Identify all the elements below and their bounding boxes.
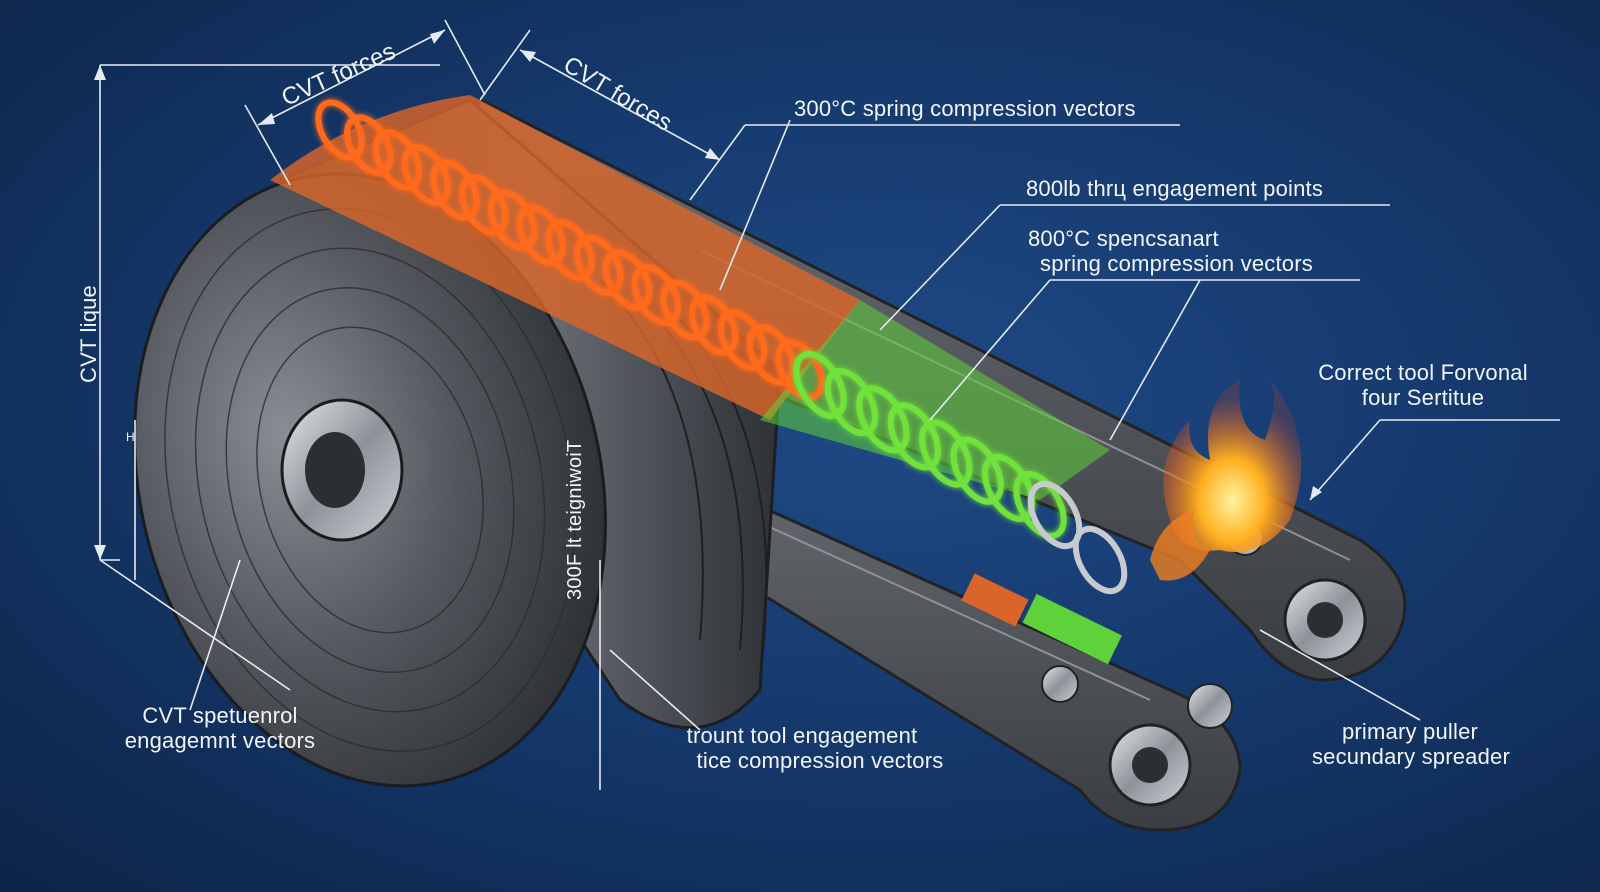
spring-coil (1013, 471, 1067, 539)
spring-800c-label-line1: 800°C spencsanart (1028, 226, 1219, 251)
cvt-torque-label: CVT lique (76, 285, 101, 383)
arrowheads (94, 30, 1322, 560)
cool-zone-band (760, 300, 1110, 500)
belt-roll (133, 98, 782, 788)
spring-300c-label: 300°C spring compression vectors (794, 96, 1136, 121)
spring-coil (775, 339, 825, 401)
puller-label-line1: primary puller (1341, 719, 1479, 744)
tool-engagement-label-line2: tice compression vectors (696, 748, 944, 773)
spring-cool-section (793, 351, 1067, 539)
spring-800c-label-line2: spring compression vectors (1040, 251, 1313, 276)
cvt-engagement-label-line1: CVT spetuenrol (142, 703, 298, 728)
flame-icon (1150, 380, 1302, 581)
idler-bearing (1041, 665, 1079, 703)
tool-engagement-label-line1: trount tool engagement (686, 723, 918, 748)
thrust-800lb-label: 800lb thrц engagement points (1026, 176, 1324, 201)
hot-segment-marker (961, 573, 1029, 627)
puller-label-line2: secundary spreader (1311, 744, 1511, 769)
small-mark-label: H (126, 430, 135, 444)
correct-tool-label-line2: four Sertitue (1361, 385, 1485, 410)
spring-coil (1072, 525, 1128, 595)
spring-coil (1027, 480, 1083, 550)
cool-segment-marker (1022, 593, 1122, 665)
spring-hot-section (315, 99, 825, 401)
spring-plain-section (1027, 480, 1128, 595)
correct-tool-label-line1: Correct tool Forvonal (1318, 360, 1528, 385)
cvt-engagement-label-line2: engagemnt vectors (124, 728, 316, 753)
vertical-rotated-label: 300F lt teigniwoiT (564, 439, 586, 600)
leader-lines (99, 19, 1560, 790)
